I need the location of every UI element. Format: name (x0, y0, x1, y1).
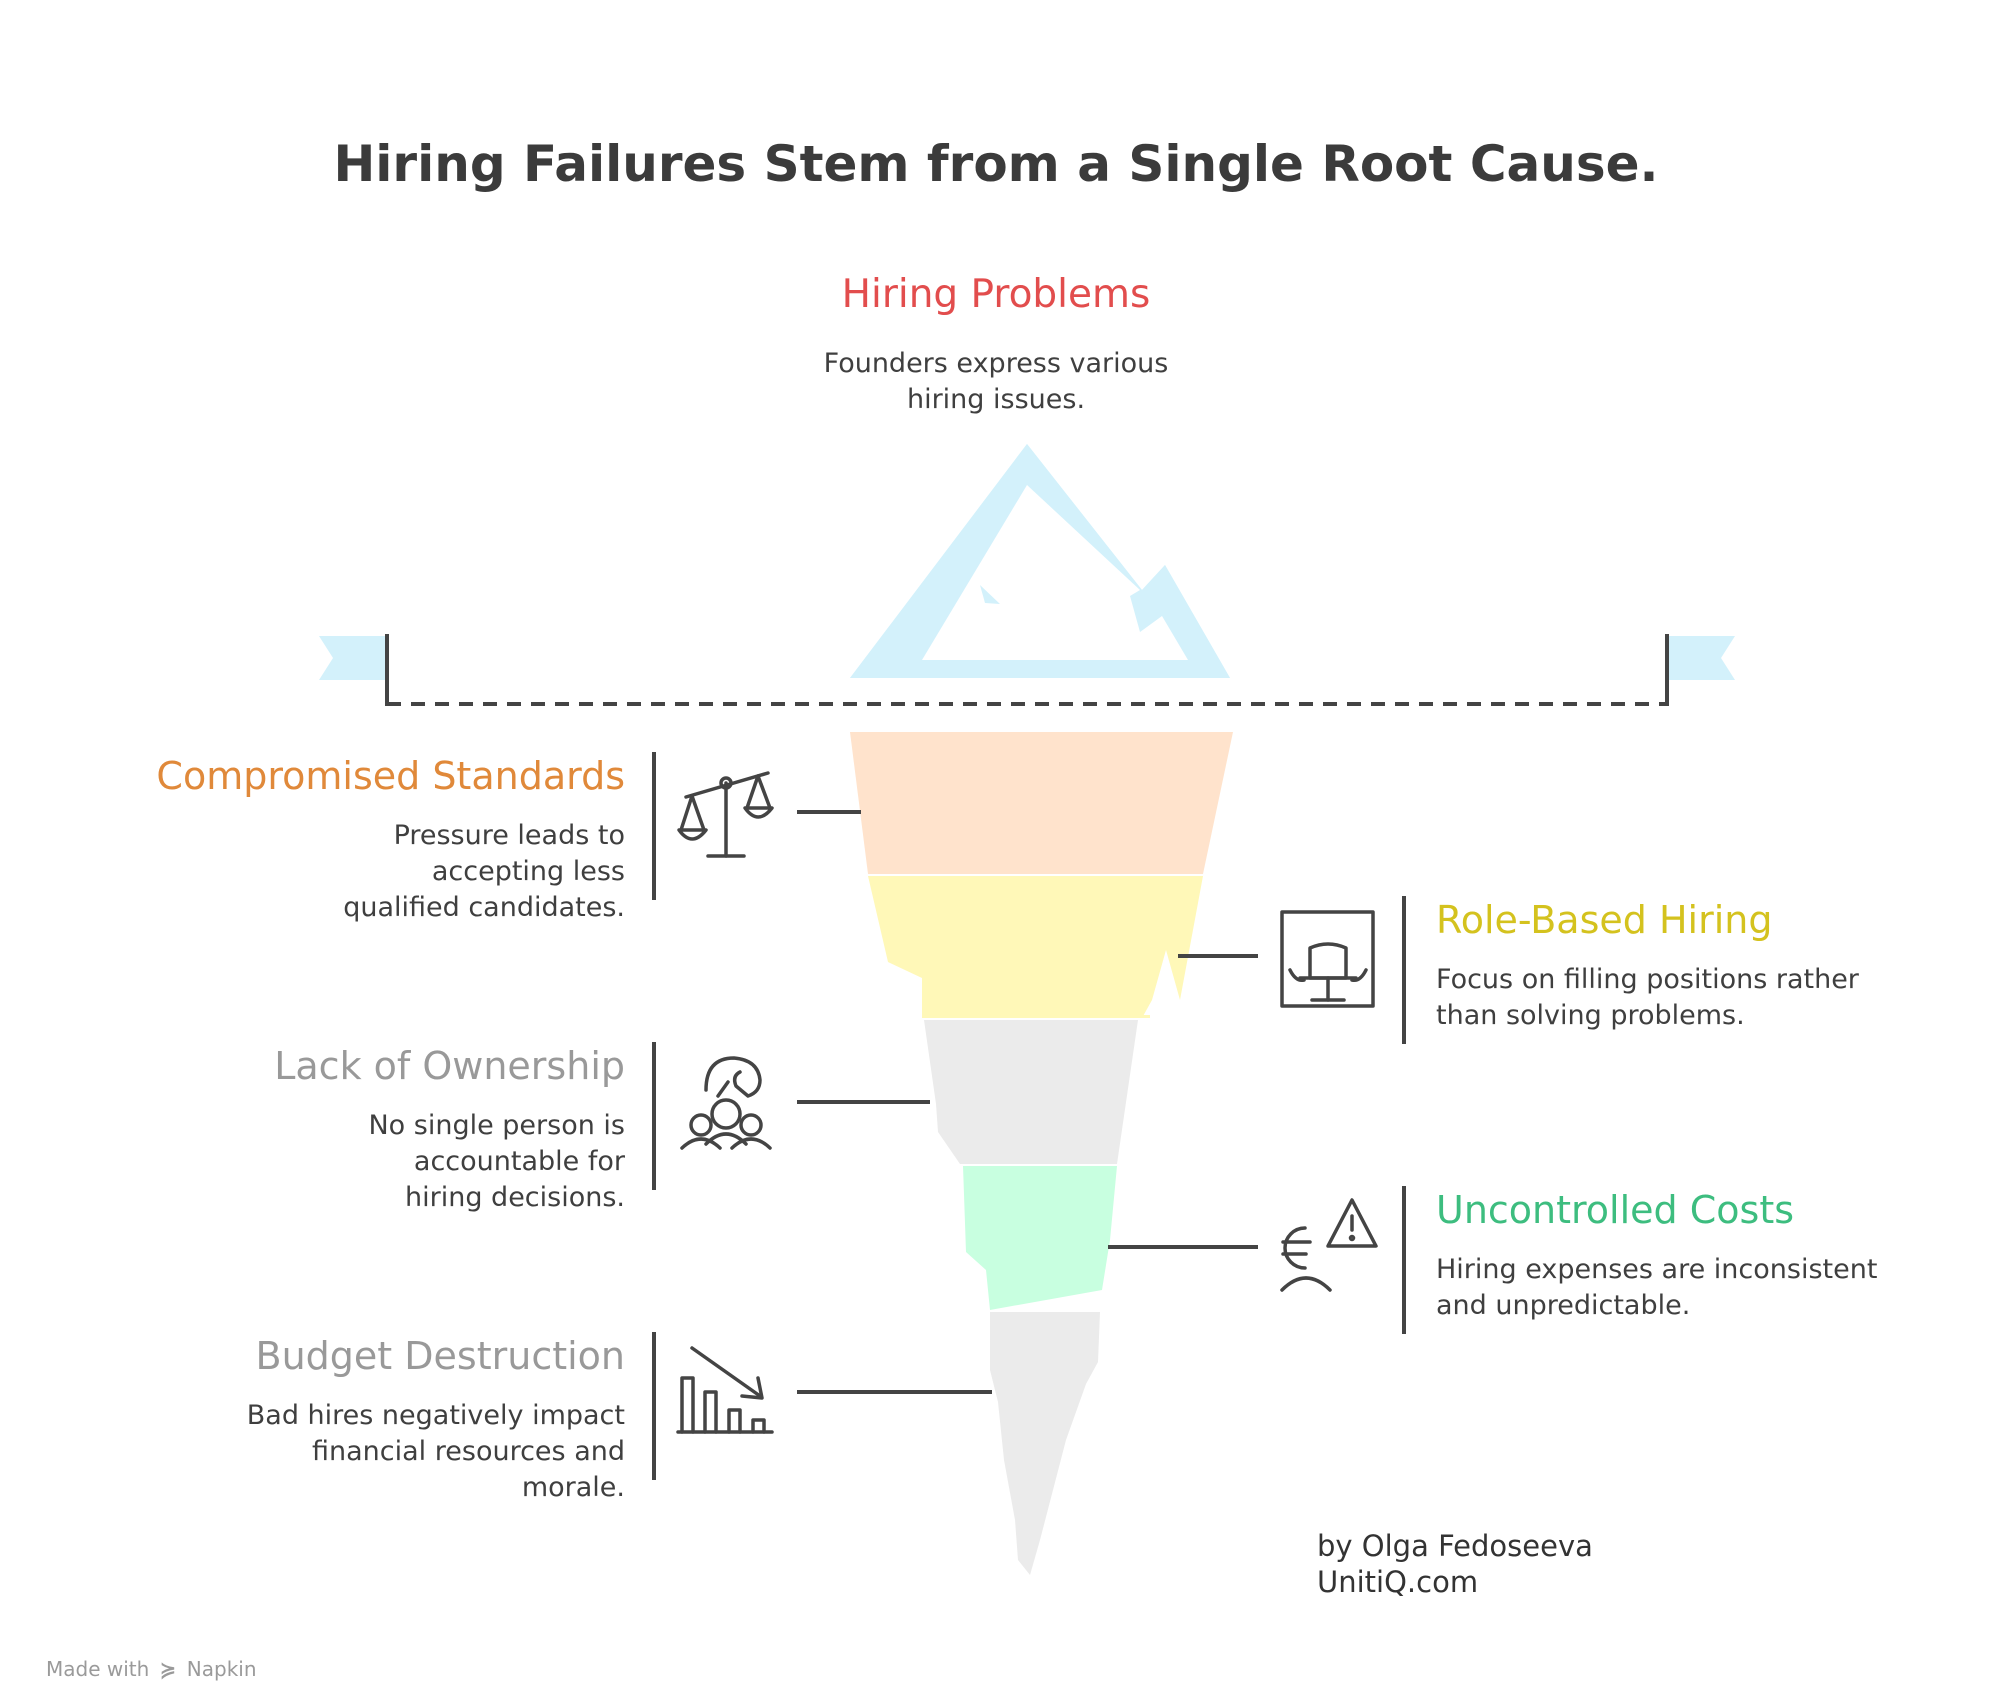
layer-heading: Uncontrolled Costs (1436, 1188, 1795, 1232)
layer-block-role-based-hiring: Role-Based Hiring Focus on filling posit… (1436, 896, 1992, 1034)
layer-description: Hiring expenses are inconsistent and unp… (1436, 1254, 1878, 1321)
iceberg-layer-2 (868, 876, 1203, 1018)
divider-bars (652, 752, 1406, 1480)
diagram-title: Hiring Failures Stem from a Single Root … (333, 135, 1659, 193)
author-name: by Olga Fedoseeva (1317, 1529, 1593, 1563)
layer-description: Pressure leads to accepting less qualifi… (343, 820, 625, 923)
iceberg-layers (850, 732, 1233, 1575)
euro-warning-icon (1280, 1198, 1378, 1292)
author-credit: by Olga Fedoseeva UnitiQ.com (1317, 1528, 1593, 1600)
layer-description: Focus on filling positions rather than s… (1436, 964, 1859, 1031)
left-water-flag (319, 636, 387, 680)
scales-icon (677, 771, 774, 858)
office-chair-icon (1280, 910, 1375, 1008)
iceberg-layer-3 (924, 1020, 1138, 1164)
layer-heading: Budget Destruction (255, 1334, 625, 1378)
napkin-logo-icon: ≽ (159, 1657, 177, 1681)
top-heading: Hiring Problems (841, 272, 1151, 317)
layer-heading: Role-Based Hiring (1436, 898, 1773, 942)
iceberg-layer-5 (990, 1312, 1100, 1575)
layer-block-uncontrolled-costs: Uncontrolled Costs Hiring expenses are i… (1436, 1186, 1992, 1324)
declining-chart-icon (676, 1346, 774, 1434)
layer-heading: Lack of Ownership (274, 1044, 625, 1088)
layer-description: No single person is accountable for hiri… (368, 1110, 625, 1213)
right-water-flag (1667, 636, 1735, 680)
watermark-brand: Napkin (186, 1657, 257, 1681)
top-description: Founders express various hiring issues. (823, 348, 1169, 415)
napkin-watermark: Made with ≽ Napkin (46, 1657, 257, 1681)
connectors (797, 810, 1258, 1394)
iceberg-layer-4 (963, 1166, 1117, 1310)
watermark-prefix: Made with (46, 1657, 150, 1681)
layer-block-budget-destruction: Budget Destruction Bad hires negatively … (65, 1332, 625, 1506)
layer-block-lack-of-ownership: Lack of Ownership No single person is ac… (65, 1042, 625, 1216)
author-site: UnitiQ.com (1317, 1565, 1479, 1599)
group-hand-icon (680, 1056, 772, 1150)
layer-block-compromised-standards: Compromised Standards Pressure leads to … (65, 752, 625, 926)
layer-description: Bad hires negatively impact financial re… (246, 1400, 625, 1503)
iceberg-tip-inner (922, 485, 1188, 660)
iceberg-layer-1 (850, 732, 1233, 874)
layer-heading: Compromised Standards (156, 754, 625, 798)
